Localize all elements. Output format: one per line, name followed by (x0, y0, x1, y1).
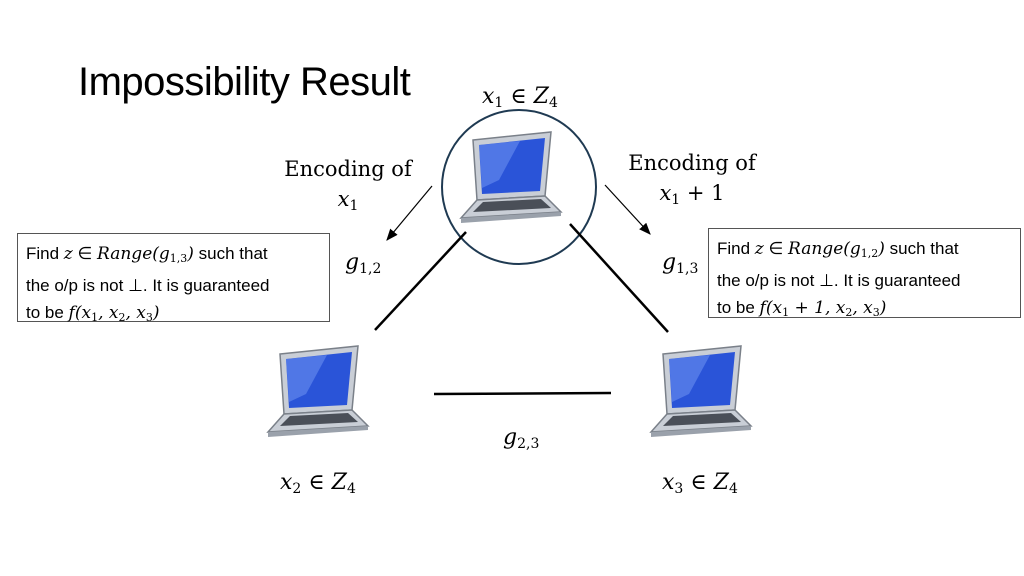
left-box-line1: Find z ∈ Range(g1,3) such that (26, 244, 268, 265)
left-info-box: Find z ∈ Range(g1,3) such that the o/p i… (17, 233, 330, 324)
left-encoding-line2: x1 (337, 187, 359, 214)
party-3-label: x3 ∈ Z4 (662, 470, 738, 497)
left-box-line3: to be f(x1, x2, x3) (26, 303, 160, 324)
page-title: Impossibility Result (78, 60, 411, 104)
party-1-label: x1 ∈ Z4 (482, 84, 558, 111)
right-encoding-arrow (604, 184, 651, 235)
left-encoding-line1: Encoding of (284, 157, 412, 181)
channel-1-2-line (374, 231, 467, 331)
right-box-line1: Find z ∈ Range(g1,2) such that (717, 239, 959, 260)
left-encoding-arrow (386, 185, 433, 241)
right-box-line3: to be f(x1 + 1, x2, x3) (717, 298, 887, 319)
laptop-icon-party-1 (459, 131, 563, 223)
channel-1-3-label: g1,3 (662, 250, 699, 277)
left-box-line2: the o/p is not ⊥. It is guaranteed (26, 276, 270, 295)
channel-2-3-line (433, 391, 612, 396)
left-encoding-label: Encoding of x1 (280, 154, 416, 221)
laptop-icon-party-3 (649, 345, 753, 437)
right-encoding-line1: Encoding of (628, 151, 756, 175)
channel-1-2-label: g1,2 (345, 250, 382, 277)
right-box-line2: the o/p is not ⊥. It is guaranteed (717, 271, 961, 290)
right-info-box: Find z ∈ Range(g1,2) such that the o/p i… (708, 228, 1021, 319)
party-2-label: x2 ∈ Z4 (280, 470, 356, 497)
right-encoding-label: Encoding of x1 + 1 (622, 148, 762, 215)
laptop-icon-party-2 (266, 345, 370, 437)
channel-1-3-line (569, 223, 669, 333)
party-1-circle (441, 109, 597, 265)
channel-2-3-label: g2,3 (503, 425, 540, 452)
right-encoding-line2: x1 + 1 (659, 181, 725, 208)
